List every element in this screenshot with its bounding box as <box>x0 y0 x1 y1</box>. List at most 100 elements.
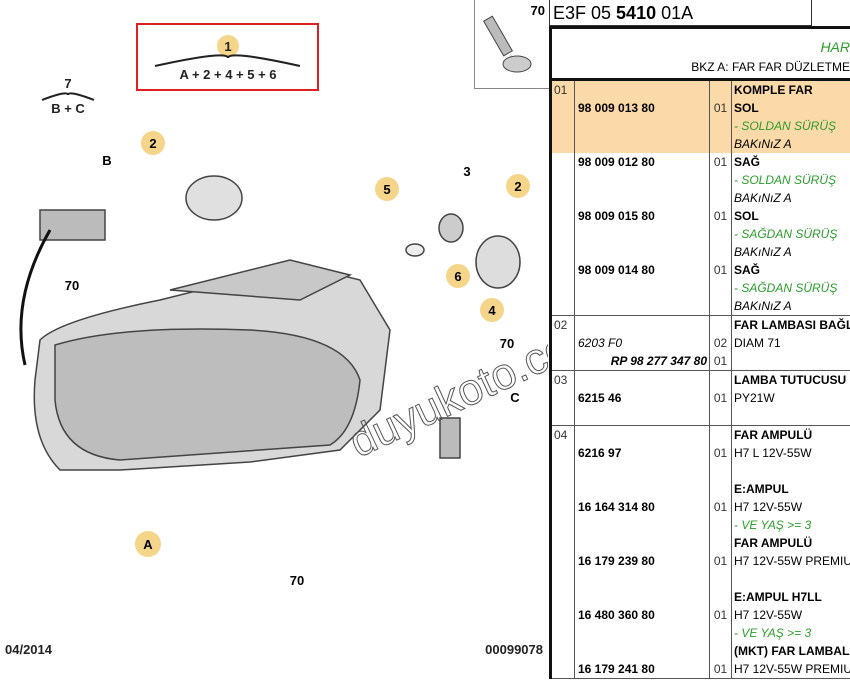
table-line[interactable]: BAKıNıZ A <box>552 243 850 261</box>
section-note: BKZ A: FAR FAR DÜZLETME <box>691 60 850 74</box>
description <box>732 570 850 588</box>
ref-cell <box>552 171 575 189</box>
ref-cell <box>552 261 575 279</box>
qty-cell: 01 <box>710 498 732 516</box>
table-line[interactable]: - SAĞDAN SÜRÜŞ <box>552 279 850 297</box>
qty-cell <box>710 462 732 480</box>
callout-1 <box>217 35 239 57</box>
table-line[interactable]: E:AMPUL <box>552 480 850 498</box>
table-line[interactable]: - SAĞDAN SÜRÜŞ <box>552 225 850 243</box>
table-line[interactable] <box>552 570 850 588</box>
description: H7 12V-55W PREMIUM <box>734 554 850 568</box>
description: - VE YAŞ >= 3 <box>734 626 812 640</box>
code-side-cell <box>812 0 850 27</box>
part-number <box>575 135 710 153</box>
qty-cell <box>710 624 732 642</box>
part-number <box>575 534 710 552</box>
part-number: 98 009 014 80 <box>575 261 710 279</box>
table-line[interactable] <box>552 407 850 425</box>
qty-cell: 01 <box>710 660 732 678</box>
group-7-label: 7 <box>64 76 71 91</box>
ref-cell: 02 <box>552 316 575 334</box>
table-line[interactable]: FAR AMPULÜ <box>552 534 850 552</box>
part-number: 98 009 015 80 <box>575 207 710 225</box>
ref-cell <box>552 279 575 297</box>
ref-cell <box>552 189 575 207</box>
qty-cell <box>710 81 732 99</box>
description: SOL <box>734 101 759 115</box>
ref-cell <box>552 642 575 660</box>
description: BAKıNıZ A <box>734 137 792 151</box>
section-title: HAR <box>820 39 850 55</box>
description: H7 12V-55W <box>734 608 803 622</box>
qty-cell <box>710 534 732 552</box>
qty-cell <box>710 316 732 334</box>
description: E:AMPUL <box>734 482 789 496</box>
qty-cell <box>710 570 732 588</box>
table-line[interactable]: - SOLDAN SÜRÜŞ <box>552 117 850 135</box>
qty-cell <box>710 642 732 660</box>
part-number <box>575 189 710 207</box>
qty-cell: 01 <box>710 261 732 279</box>
qty-cell: 01 <box>710 352 732 370</box>
part-number: 98 009 013 80 <box>575 99 710 117</box>
ref-cell <box>552 498 575 516</box>
part-number <box>575 516 710 534</box>
qty-cell <box>710 117 732 135</box>
qty-cell <box>710 588 732 606</box>
bolt-icon <box>482 15 532 73</box>
table-line[interactable]: BAKıNıZ A <box>552 135 850 153</box>
table-line[interactable]: BAKıNıZ A <box>552 297 850 315</box>
group-formula: A + 2 + 4 + 5 + 6 <box>179 67 276 82</box>
table-line[interactable]: E:AMPUL H7LL <box>552 588 850 606</box>
highlight-box <box>136 23 319 91</box>
qty-cell <box>710 407 732 425</box>
bolt-number: 70 <box>530 3 545 18</box>
part-number: 16 164 314 80 <box>575 498 710 516</box>
table-line[interactable] <box>552 462 850 480</box>
table-line[interactable]: - VE YAŞ >= 3 <box>552 516 850 534</box>
ref-number: 00099078 <box>485 642 543 657</box>
table-line[interactable]: - SOLDAN SÜRÜŞ <box>552 171 850 189</box>
table-line[interactable]: BAKıNıZ A <box>552 189 850 207</box>
part-number <box>575 279 710 297</box>
ref-cell <box>552 624 575 642</box>
table-line[interactable]: (MKT) FAR LAMBALARI <box>552 642 850 660</box>
qty-cell <box>710 189 732 207</box>
svg-text:70: 70 <box>65 278 79 293</box>
callouts: 2 5 3 2 6 4 A B C 70 70 70 <box>65 131 530 588</box>
description: H7 12V-55W PREMIUM <box>734 662 850 676</box>
part-number <box>575 642 710 660</box>
description: - SAĞDAN SÜRÜŞ <box>734 281 838 295</box>
svg-text:70: 70 <box>290 573 304 588</box>
description: FAR AMPULÜ <box>734 536 813 550</box>
table-line[interactable]: - VE YAŞ >= 3 <box>552 624 850 642</box>
ref-cell <box>552 534 575 552</box>
part-number: 6215 46 <box>575 389 710 407</box>
ref-cell <box>552 516 575 534</box>
bolt-part-70: 70 <box>474 0 549 89</box>
svg-text:A: A <box>143 537 153 552</box>
ref-cell: 03 <box>552 371 575 389</box>
ref-cell <box>552 135 575 153</box>
part-number: 16 179 241 80 <box>575 660 710 678</box>
description: H7 L 12V-55W <box>734 446 812 460</box>
headlamp-illustration <box>33 175 521 471</box>
